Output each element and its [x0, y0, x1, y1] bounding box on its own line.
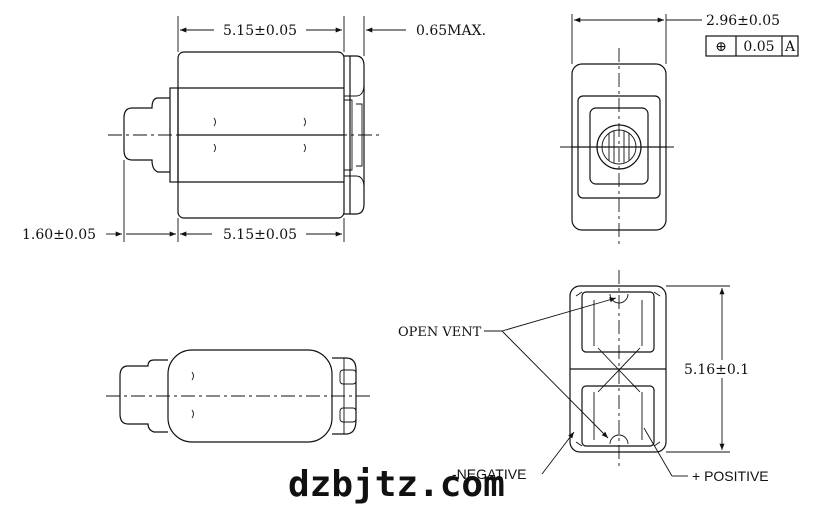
- dimension-width: 2.96±0.05: [706, 13, 780, 29]
- dimension-height: 5.16±0.1: [684, 362, 749, 378]
- dimension-max-offset: 0.65MAX.: [416, 23, 486, 39]
- dimension-left-lead: 1.60±0.05: [22, 227, 96, 243]
- tolerance-datum: A: [784, 39, 796, 55]
- end-view-top: [560, 14, 799, 244]
- end-view-bottom: [569, 270, 730, 466]
- label-open-vent: OPEN VENT: [398, 325, 482, 340]
- tolerance-value: 0.05: [743, 39, 774, 55]
- side-view-top: [106, 16, 406, 242]
- dimension-top-length: 5.15±0.05: [223, 23, 297, 39]
- label-negative: -NEGATIVE: [452, 466, 526, 482]
- watermark-text: dzbjtz.com: [288, 464, 505, 505]
- leader-lines: [484, 297, 688, 477]
- label-positive: + POSITIVE: [692, 468, 769, 484]
- side-view-bottom: [106, 349, 370, 443]
- dimension-bottom-length: 5.15±0.05: [223, 227, 297, 243]
- tolerance-symbol: ⊕: [715, 39, 727, 55]
